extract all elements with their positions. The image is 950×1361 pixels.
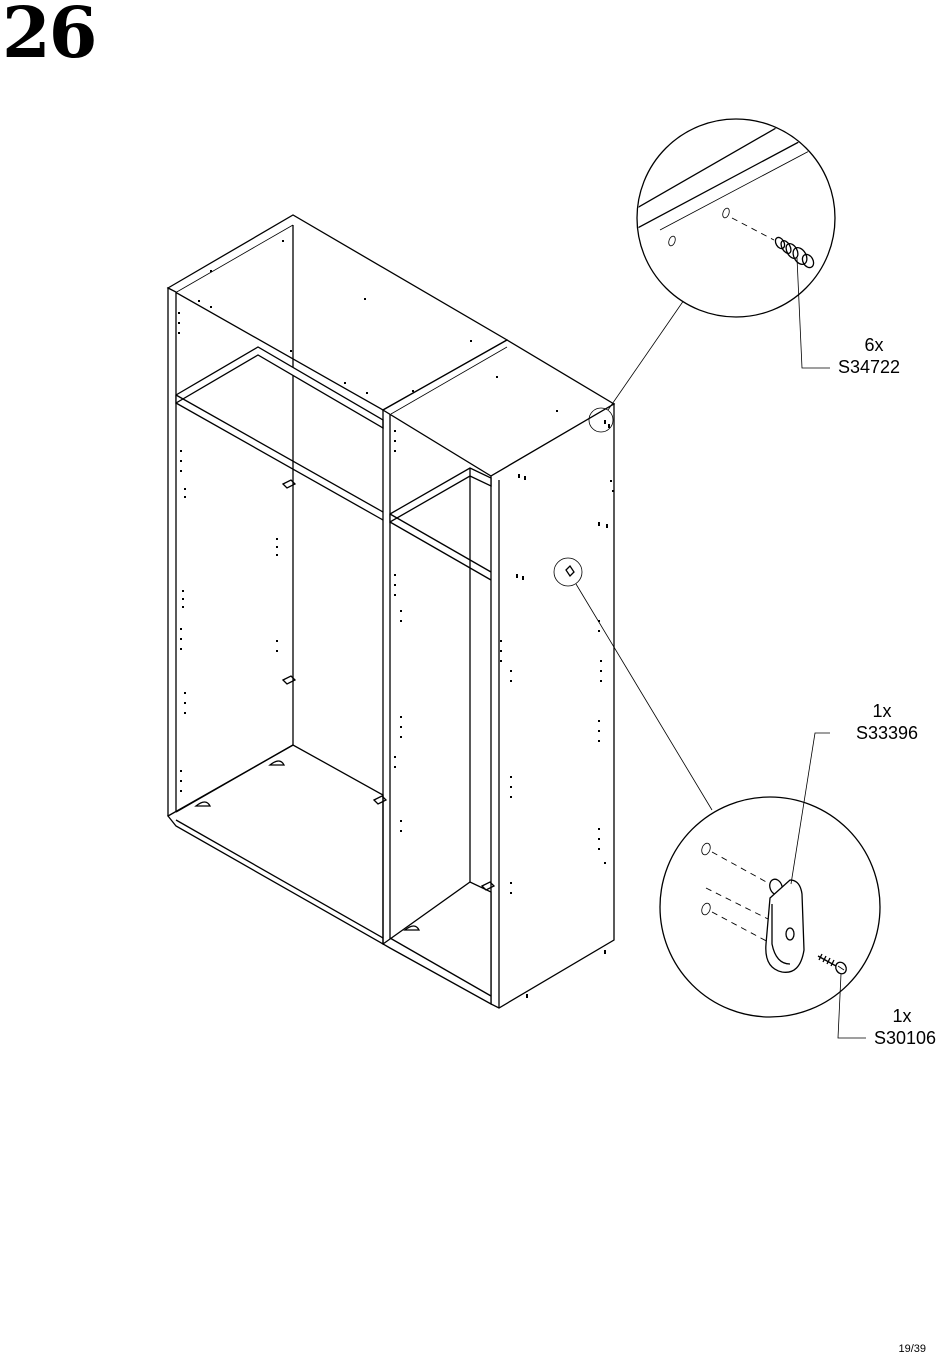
callout-screw: 1x S30106 [848, 1005, 936, 1049]
left-carcass [168, 215, 507, 948]
callout-cam-bolt-part-code: S34722 [810, 356, 900, 378]
zoom-bubble-bottom [660, 797, 880, 1017]
callout-rail-bracket-quantity: 1x [828, 700, 918, 722]
callout-rail-bracket: 1x S33396 [828, 700, 918, 744]
callout-screw-quantity: 1x [848, 1005, 936, 1027]
zoom-bubble-top [630, 119, 835, 317]
callout-cam-bolt-quantity: 6x [810, 334, 900, 356]
callout-rail-bracket-part-code: S33396 [828, 722, 918, 744]
callout-screw-part-code: S30106 [848, 1027, 936, 1049]
page-indicator: 19/39 [898, 1343, 926, 1355]
callout-cam-bolt: 6x S34722 [810, 334, 900, 378]
rail-bracket-icon [766, 877, 804, 972]
right-carcass [383, 340, 614, 1008]
leader-line-top [608, 300, 684, 410]
